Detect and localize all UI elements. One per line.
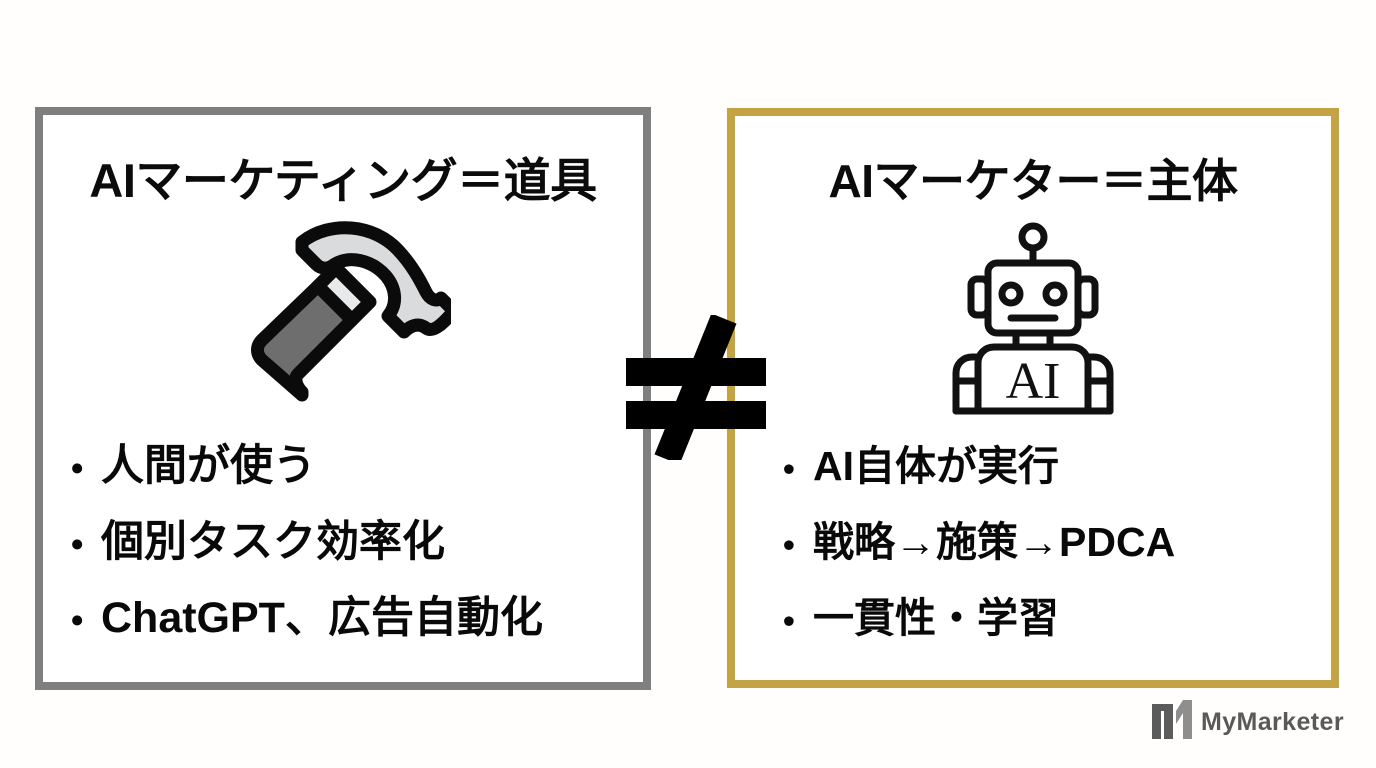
list-item: • AI自体が実行 [783,446,1331,487]
bullet-marker-icon: • [783,603,795,640]
list-item: • 戦略→施策→PDCA [783,522,1331,563]
left-panel-bullet-list: • 人間が使う • 個別タスク効率化 • ChatGPT、広告自動化 [43,445,643,673]
left-panel-title: AIマーケティング＝道具 [89,154,597,207]
bullet-marker-icon: • [783,451,795,488]
mymarketer-logo-mark [1152,700,1192,744]
list-item: • 一貫性・学習 [783,598,1331,639]
list-item: • 人間が使う [71,445,643,488]
not-equal-symbol [620,313,772,465]
mymarketer-logo-text: MyMarketer [1201,707,1344,736]
right-comparison-panel: AIマーケター＝主体 [727,108,1339,688]
bullet-marker-icon: • [71,601,84,640]
bullet-marker-icon: • [71,525,84,564]
list-item: • 個別タスク効率化 [71,521,643,564]
hammer-icon [43,215,643,425]
mymarketer-logo: MyMarketer [1152,700,1344,744]
right-panel-bullet-list: • AI自体が実行 • 戦略→施策→PDCA • 一貫性・学習 [735,446,1331,674]
bullet-marker-icon: • [783,527,795,564]
robot-body-label: AI [1006,353,1061,410]
list-item-label: 個別タスク効率化 [101,518,445,566]
list-item-label: AI自体が実行 [813,443,1059,489]
right-panel-title: AIマーケター＝主体 [828,155,1239,207]
list-item-label: 戦略→施策→PDCA [813,519,1176,565]
robot-icon: AI [735,216,1331,426]
bullet-marker-icon: • [71,449,84,488]
list-item: • ChatGPT、広告自動化 [71,597,643,640]
left-comparison-panel: AIマーケティング＝道具 • 人間が使う • 個別タスク効率化 [35,107,651,690]
list-item-label: 一貫性・学習 [813,595,1059,641]
list-item-label: ChatGPT、広告自動化 [101,594,543,642]
list-item-label: 人間が使う [101,442,316,490]
